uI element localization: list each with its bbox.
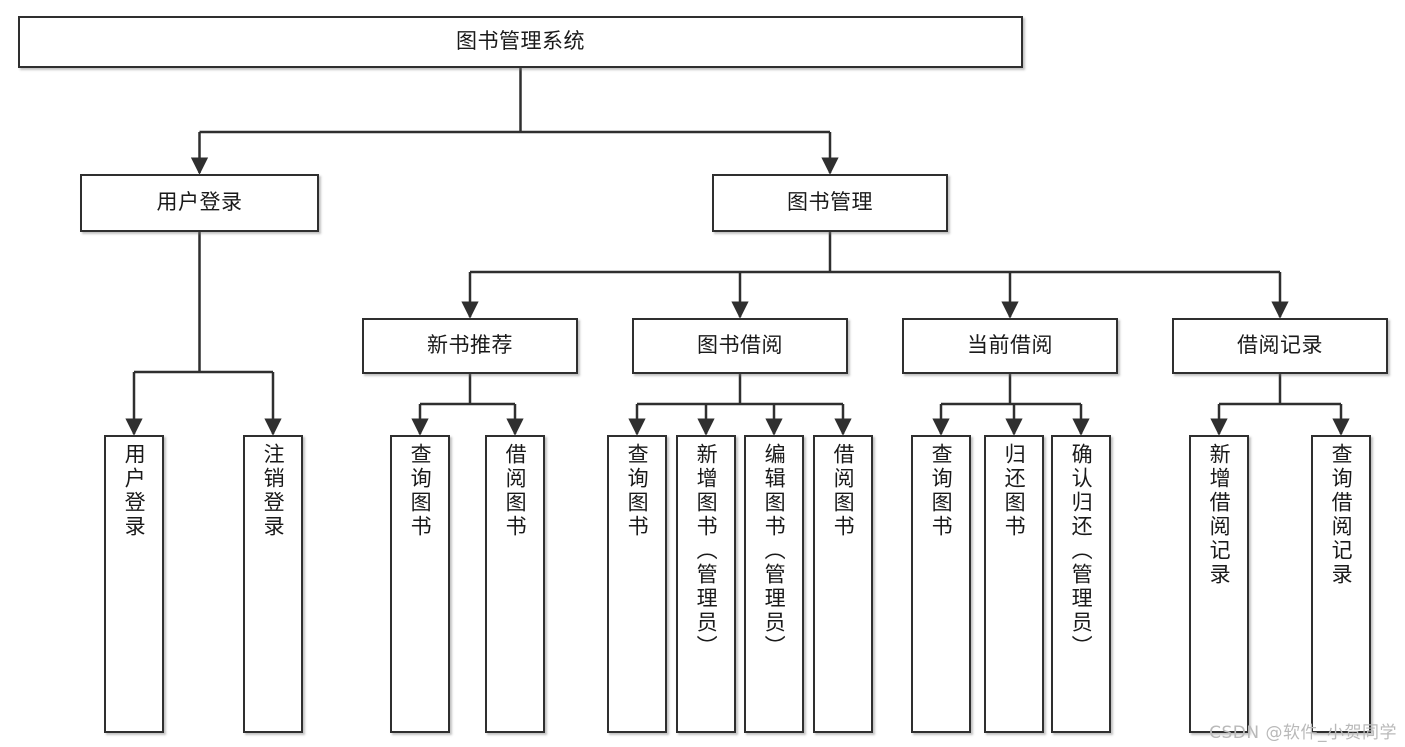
- node-leaf-query-book-3[interactable]: 查询图书: [911, 435, 971, 733]
- node-label: 编辑图书（管理员）: [762, 443, 787, 659]
- node-label: 归还图书: [1002, 443, 1027, 539]
- node-label: 图书管理: [787, 190, 873, 215]
- node-label: 查询借阅记录: [1329, 443, 1354, 587]
- node-leaf-borrow-book-2[interactable]: 借阅图书: [813, 435, 873, 733]
- node-label: 用户登录: [122, 443, 147, 539]
- node-leaf-query-book-2[interactable]: 查询图书: [607, 435, 667, 733]
- node-label: 新书推荐: [427, 333, 513, 358]
- node-leaf-edit-book[interactable]: 编辑图书（管理员）: [744, 435, 804, 733]
- node-book-borrow[interactable]: 图书借阅: [632, 318, 848, 374]
- node-label: 新增图书（管理员）: [694, 443, 719, 659]
- node-label: 注销登录: [261, 443, 286, 539]
- node-new-book-recommend[interactable]: 新书推荐: [362, 318, 578, 374]
- node-leaf-borrow-book-1[interactable]: 借阅图书: [485, 435, 545, 733]
- node-label: 查询图书: [625, 443, 650, 539]
- node-label: 当前借阅: [967, 333, 1053, 358]
- node-leaf-add-book[interactable]: 新增图书（管理员）: [676, 435, 736, 733]
- node-label: 查询图书: [929, 443, 954, 539]
- node-label: 查询图书: [408, 443, 433, 539]
- node-label: 图书管理系统: [456, 29, 585, 54]
- node-leaf-user-logout[interactable]: 注销登录: [243, 435, 303, 733]
- node-leaf-confirm-return[interactable]: 确认归还（管理员）: [1051, 435, 1111, 733]
- node-leaf-query-book-1[interactable]: 查询图书: [390, 435, 450, 733]
- node-leaf-add-record[interactable]: 新增借阅记录: [1189, 435, 1249, 733]
- node-user-login[interactable]: 用户登录: [80, 174, 319, 232]
- node-label: 借阅记录: [1237, 333, 1323, 358]
- node-label: 确认归还（管理员）: [1069, 443, 1094, 659]
- node-label: 借阅图书: [503, 443, 528, 539]
- node-leaf-query-record[interactable]: 查询借阅记录: [1311, 435, 1371, 733]
- node-label: 图书借阅: [697, 333, 783, 358]
- node-current-borrow[interactable]: 当前借阅: [902, 318, 1118, 374]
- node-label: 新增借阅记录: [1207, 443, 1232, 587]
- watermark-label: CSDN @软件_小贺同学: [1209, 723, 1397, 743]
- node-book-manage[interactable]: 图书管理: [712, 174, 948, 232]
- node-leaf-return-book[interactable]: 归还图书: [984, 435, 1044, 733]
- node-label: 用户登录: [156, 190, 243, 215]
- node-leaf-user-login[interactable]: 用户登录: [104, 435, 164, 733]
- node-borrow-record[interactable]: 借阅记录: [1172, 318, 1388, 374]
- node-label: 借阅图书: [831, 443, 856, 539]
- node-root-title[interactable]: 图书管理系统: [18, 16, 1023, 68]
